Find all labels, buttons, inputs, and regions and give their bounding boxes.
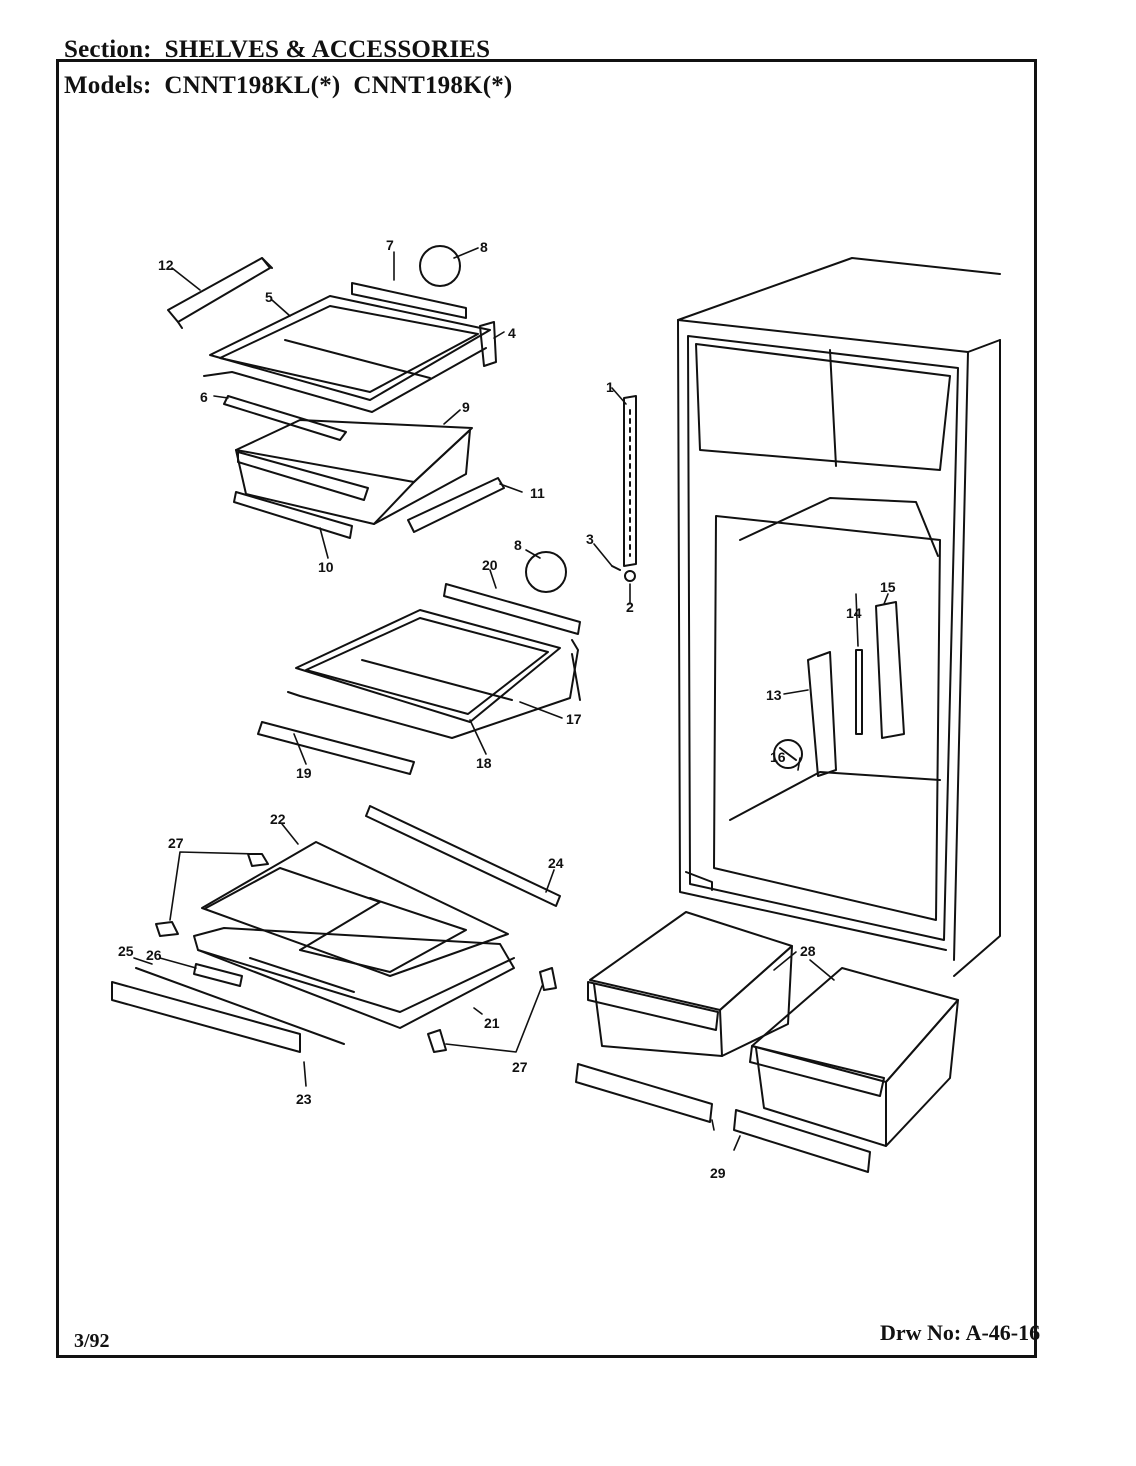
callout-3: 3 — [586, 531, 594, 547]
models-value: CNNT198KL(*) CNNT198K(*) — [164, 72, 513, 99]
middle-shelf-group — [257, 583, 581, 775]
section-value: SHELVES & ACCESSORIES — [164, 36, 491, 63]
callout-5: 5 — [265, 289, 273, 305]
top-shelf-group — [167, 257, 505, 539]
callout-29: 29 — [710, 1165, 726, 1181]
callout-24: 24 — [548, 855, 564, 871]
drawing-number: Drw No: A-46-16 — [880, 1320, 1040, 1346]
callout-2: 2 — [626, 599, 634, 615]
callout-8-top: 8 — [480, 239, 488, 255]
support-rail-group — [611, 395, 637, 582]
callout-6: 6 — [200, 389, 208, 405]
callout-18: 18 — [476, 755, 492, 771]
callout-20: 20 — [482, 557, 498, 573]
callout-9: 9 — [462, 399, 470, 415]
crisper-cover-group — [111, 805, 561, 1053]
detail-circles — [419, 245, 567, 593]
callout-26: 26 — [146, 947, 162, 963]
models-label: Models: — [64, 72, 152, 99]
callout-10: 10 — [318, 559, 334, 575]
callout-28: 28 — [800, 943, 816, 959]
callout-4: 4 — [508, 325, 516, 341]
callout-labels: 1 2 3 4 5 6 7 8 8 9 10 11 12 13 14 15 16… — [118, 237, 896, 1181]
callout-14: 14 — [846, 605, 862, 621]
callout-22: 22 — [270, 811, 286, 827]
callout-11: 11 — [530, 485, 545, 501]
crisper-drawers — [575, 911, 959, 1173]
callout-25: 25 — [118, 943, 134, 959]
refrigerator-cabinet — [677, 257, 1001, 977]
models-heading: Models: CNNT198KL(*) CNNT198K(*) — [64, 72, 512, 100]
leader-lines — [133, 247, 889, 1151]
revision-date: 3/92 — [74, 1330, 110, 1352]
callout-16: 16 — [770, 749, 786, 765]
callout-21: 21 — [484, 1015, 500, 1031]
callout-13: 13 — [766, 687, 782, 703]
drawing-frame — [56, 59, 1037, 1358]
section-label: Section: — [64, 36, 152, 63]
callout-23: 23 — [296, 1091, 312, 1107]
callout-1: 1 — [606, 379, 614, 395]
callout-7: 7 — [386, 237, 394, 253]
drawing-label: Drw No: — [880, 1320, 962, 1345]
drawing-number-value: A-46-16 — [965, 1320, 1041, 1345]
callout-15: 15 — [880, 579, 896, 595]
callout-12: 12 — [158, 257, 174, 273]
callout-8-middle: 8 — [514, 537, 522, 553]
callout-27-lower: 27 — [512, 1059, 528, 1075]
section-heading: Section: SHELVES & ACCESSORIES — [64, 36, 490, 64]
callout-17: 17 — [566, 711, 582, 727]
callout-19: 19 — [296, 765, 312, 781]
callout-27-upper: 27 — [168, 835, 184, 851]
